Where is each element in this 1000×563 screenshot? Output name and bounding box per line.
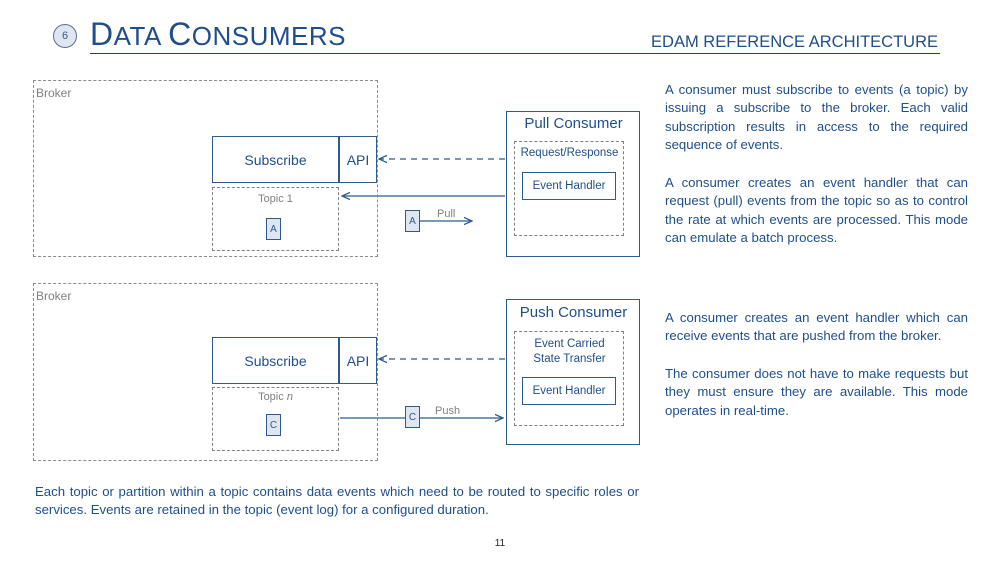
- pull-event-handler: Event Handler: [522, 172, 616, 200]
- pull-subscribe-label: Subscribe: [244, 151, 307, 168]
- push-mode-box: [514, 331, 624, 426]
- page-title: DATA CONSUMERS: [90, 16, 346, 53]
- pull-description-1: A consumer must subscribe to events (a t…: [665, 82, 968, 152]
- title-word-2: ONSUMERS: [191, 21, 346, 51]
- pull-moving-event-label: A: [409, 215, 416, 227]
- push-event-handler: Event Handler: [522, 377, 616, 405]
- push-description-1: A consumer creates an event handler whic…: [665, 310, 968, 344]
- push-consumer-title: Push Consumer: [519, 304, 628, 321]
- pull-event-handler-label: Event Handler: [532, 180, 606, 192]
- push-subscribe-box: Subscribe: [212, 337, 339, 384]
- push-moving-event: C: [405, 406, 420, 428]
- push-broker-box: [33, 283, 378, 461]
- page-number: 11: [494, 538, 506, 549]
- push-subscribe-label: Subscribe: [244, 352, 307, 369]
- push-api-box: API: [339, 337, 377, 384]
- pull-topic-box: [212, 187, 339, 251]
- push-mode-label: Event Carried State Transfer: [514, 337, 625, 367]
- push-description-2: The consumer does not have to make reque…: [665, 366, 968, 418]
- page-subtitle: EDAM REFERENCE ARCHITECTURE: [651, 33, 938, 51]
- section-number-badge: 6: [53, 24, 77, 48]
- pull-broker-label: Broker: [36, 86, 72, 100]
- footer-description: Each topic or partition within a topic c…: [35, 484, 639, 518]
- pull-moving-event: A: [405, 210, 420, 232]
- push-mode-label-line2: State Transfer: [533, 353, 606, 365]
- push-event-handler-label: Event Handler: [532, 385, 606, 397]
- push-broker-label: Broker: [36, 289, 72, 303]
- push-topic-label: Topic n: [212, 391, 339, 403]
- push-topic-event: C: [266, 414, 281, 436]
- pull-topic-label: Topic 1: [258, 193, 293, 205]
- pull-topic-event: A: [266, 218, 281, 240]
- push-mode-label-line1: Event Carried: [534, 338, 605, 350]
- push-arrow-label: Push: [435, 405, 461, 417]
- title-initial-2: C: [168, 16, 192, 52]
- title-word-1: ATA: [113, 21, 161, 51]
- push-topic-event-label: C: [269, 419, 278, 431]
- pull-consumer-title: Pull Consumer: [524, 115, 623, 132]
- pull-topic-event-label: A: [270, 223, 277, 235]
- push-topic-label-var: n: [286, 391, 293, 403]
- pull-description-2: A consumer creates an event handler that…: [665, 175, 968, 245]
- pull-broker-box: [33, 80, 378, 257]
- pull-arrow-label: Pull: [437, 208, 456, 220]
- push-topic-box: [212, 387, 339, 451]
- header-rule: [90, 53, 940, 54]
- push-moving-event-label: C: [408, 411, 417, 423]
- push-topic-label-prefix: Topic: [258, 391, 287, 403]
- push-consumer-box: [506, 299, 640, 445]
- pull-api-label: API: [346, 151, 370, 168]
- pull-mode-label: Request/Response: [520, 147, 619, 159]
- title-initial-1: D: [90, 16, 114, 52]
- pull-subscribe-box: Subscribe: [212, 136, 339, 183]
- pull-mode-box: [514, 141, 624, 236]
- pull-api-box: API: [339, 136, 377, 183]
- push-api-label: API: [346, 352, 370, 369]
